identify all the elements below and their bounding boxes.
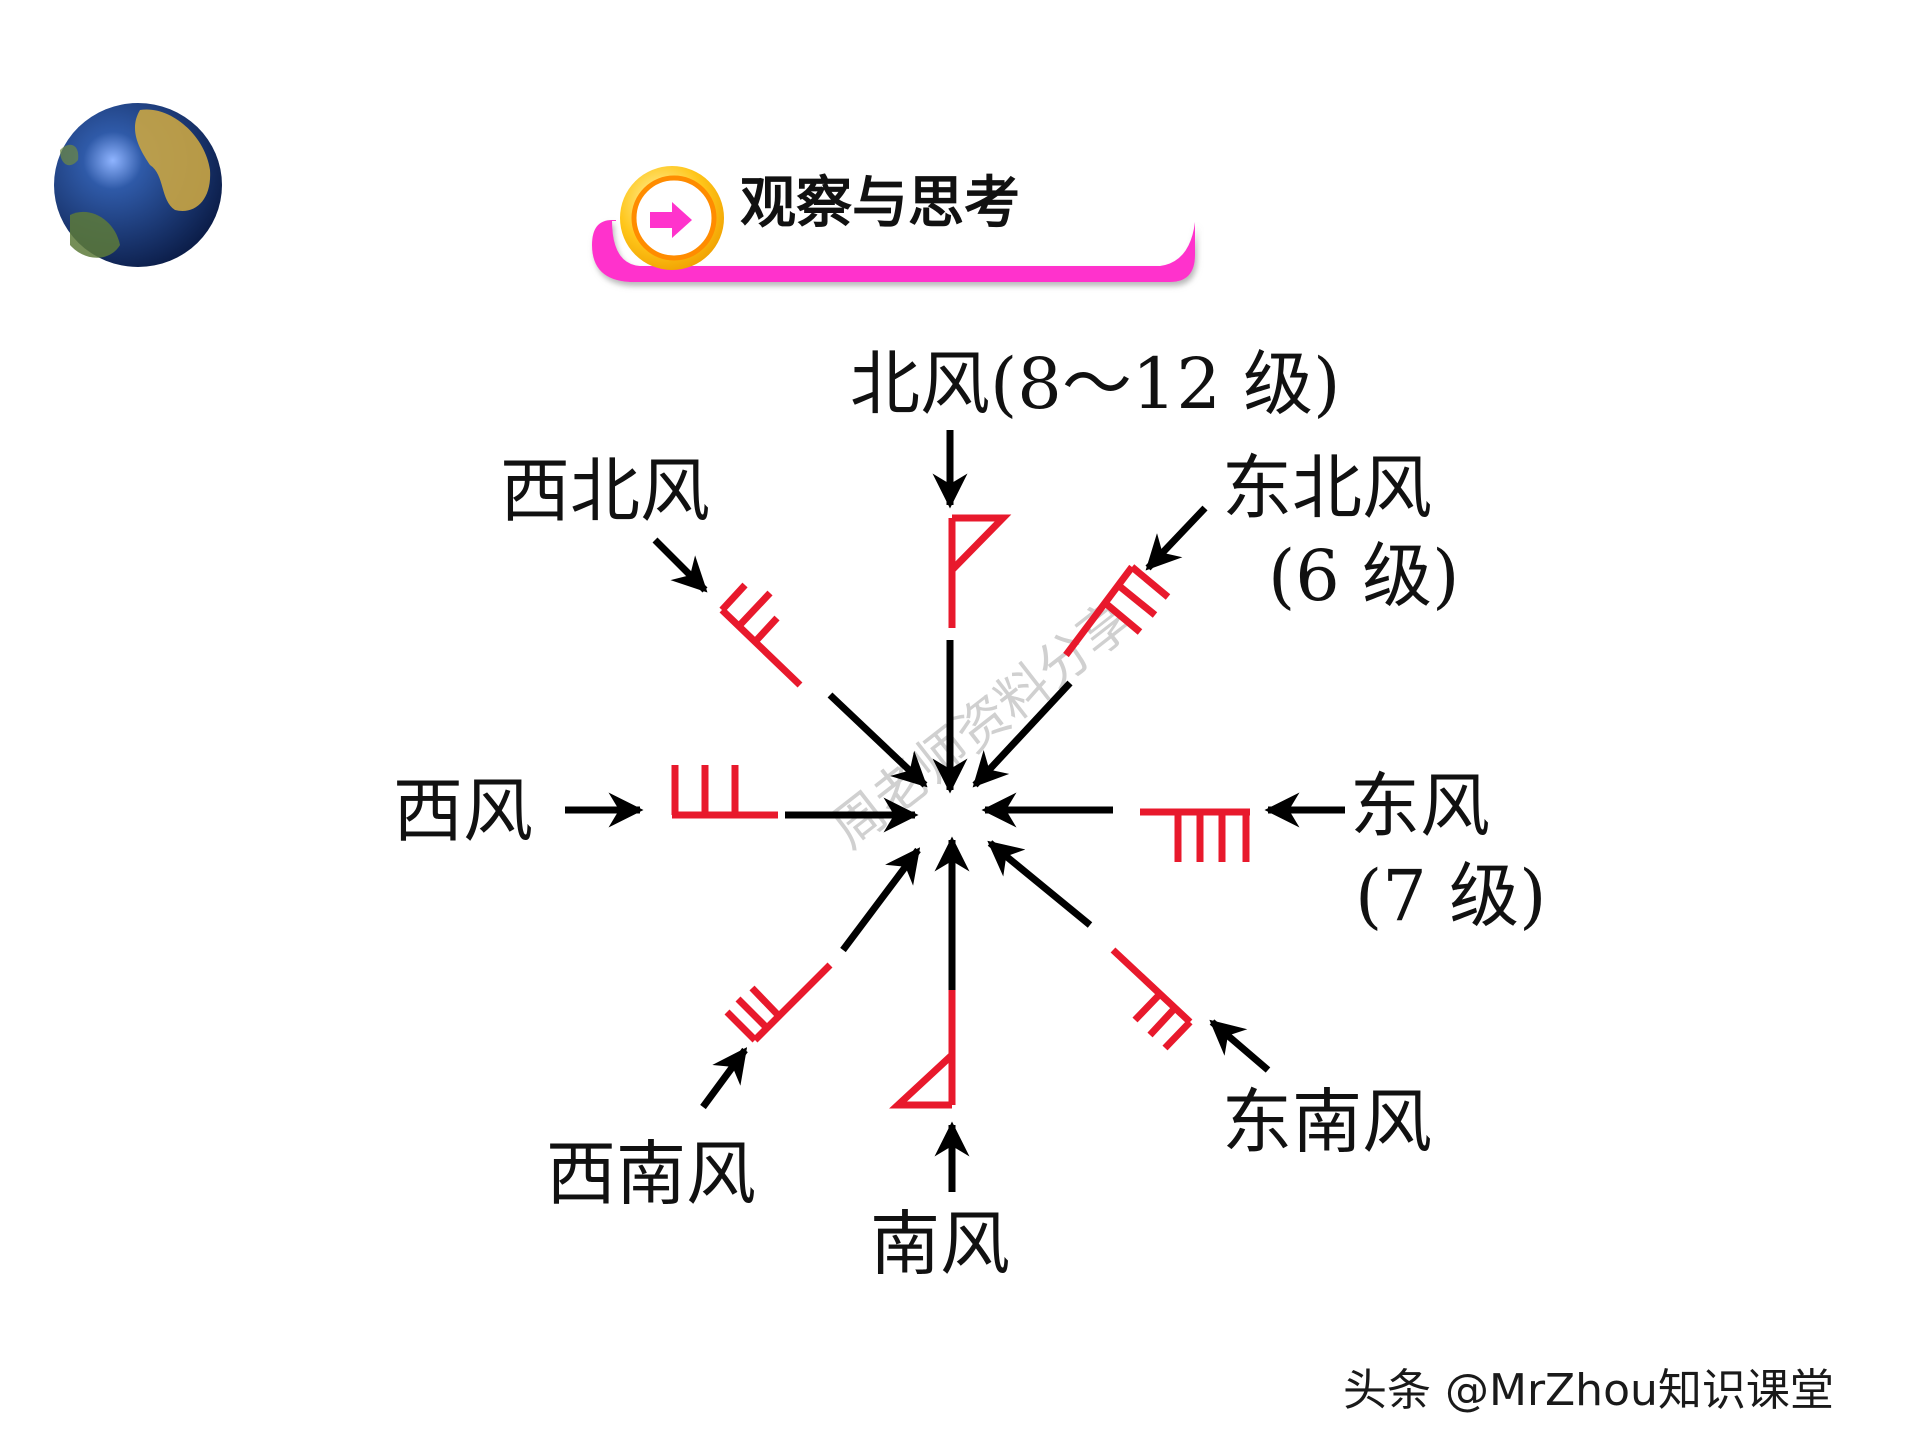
label-northeast-level: (6 级): [1268, 535, 1459, 617]
footer-credit: 头条 @MrZhou知识课堂: [1343, 1365, 1834, 1416]
barb-south-flag: [889, 990, 956, 1109]
barb-east: [1140, 808, 1250, 862]
pointer-northwest: [652, 537, 708, 593]
globe-icon: [54, 103, 222, 267]
label-northwest: 西北风: [500, 450, 710, 532]
pointer-southwest: [700, 1047, 748, 1110]
converging-arrows: [565, 430, 1345, 1192]
pointer-northeast: [1145, 505, 1208, 571]
barb-southeast: [1110, 947, 1193, 1051]
label-east: 东风: [1350, 765, 1490, 847]
arrow-right-icon: [620, 166, 724, 270]
barb-southwest: [724, 962, 833, 1043]
wind-diagram: [565, 430, 1345, 1192]
label-south: 南风: [870, 1203, 1010, 1285]
direction-labels: 北风(8～12 级) 西北风 东北风 (6 级) 西风 东风 (7 级) 西南风…: [393, 343, 1546, 1285]
barb-north-flag: [948, 514, 1012, 628]
barb-northeast: [1063, 564, 1171, 658]
arrow-northeast: [972, 680, 1073, 788]
arrow-southwest: [840, 847, 921, 953]
label-west: 西风: [393, 770, 533, 852]
label-northeast: 东北风: [1222, 447, 1432, 529]
header-title: 观察与思考: [740, 171, 1020, 236]
arrow-southeast: [987, 840, 1093, 928]
section-header: 观察与思考: [592, 166, 1195, 282]
watermark: 周老师资料分享: [821, 589, 1145, 860]
pointer-southeast: [1209, 1019, 1271, 1073]
label-southwest: 西南风: [546, 1133, 756, 1215]
label-north: 北风(8～12 级): [850, 343, 1340, 425]
arrow-northwest: [827, 692, 928, 788]
label-east-level: (7 级): [1355, 855, 1546, 937]
barb-northwest: [719, 582, 803, 688]
barb-west: [671, 765, 778, 819]
label-southeast: 东南风: [1222, 1081, 1432, 1163]
wind-barbs: [671, 514, 1250, 1109]
